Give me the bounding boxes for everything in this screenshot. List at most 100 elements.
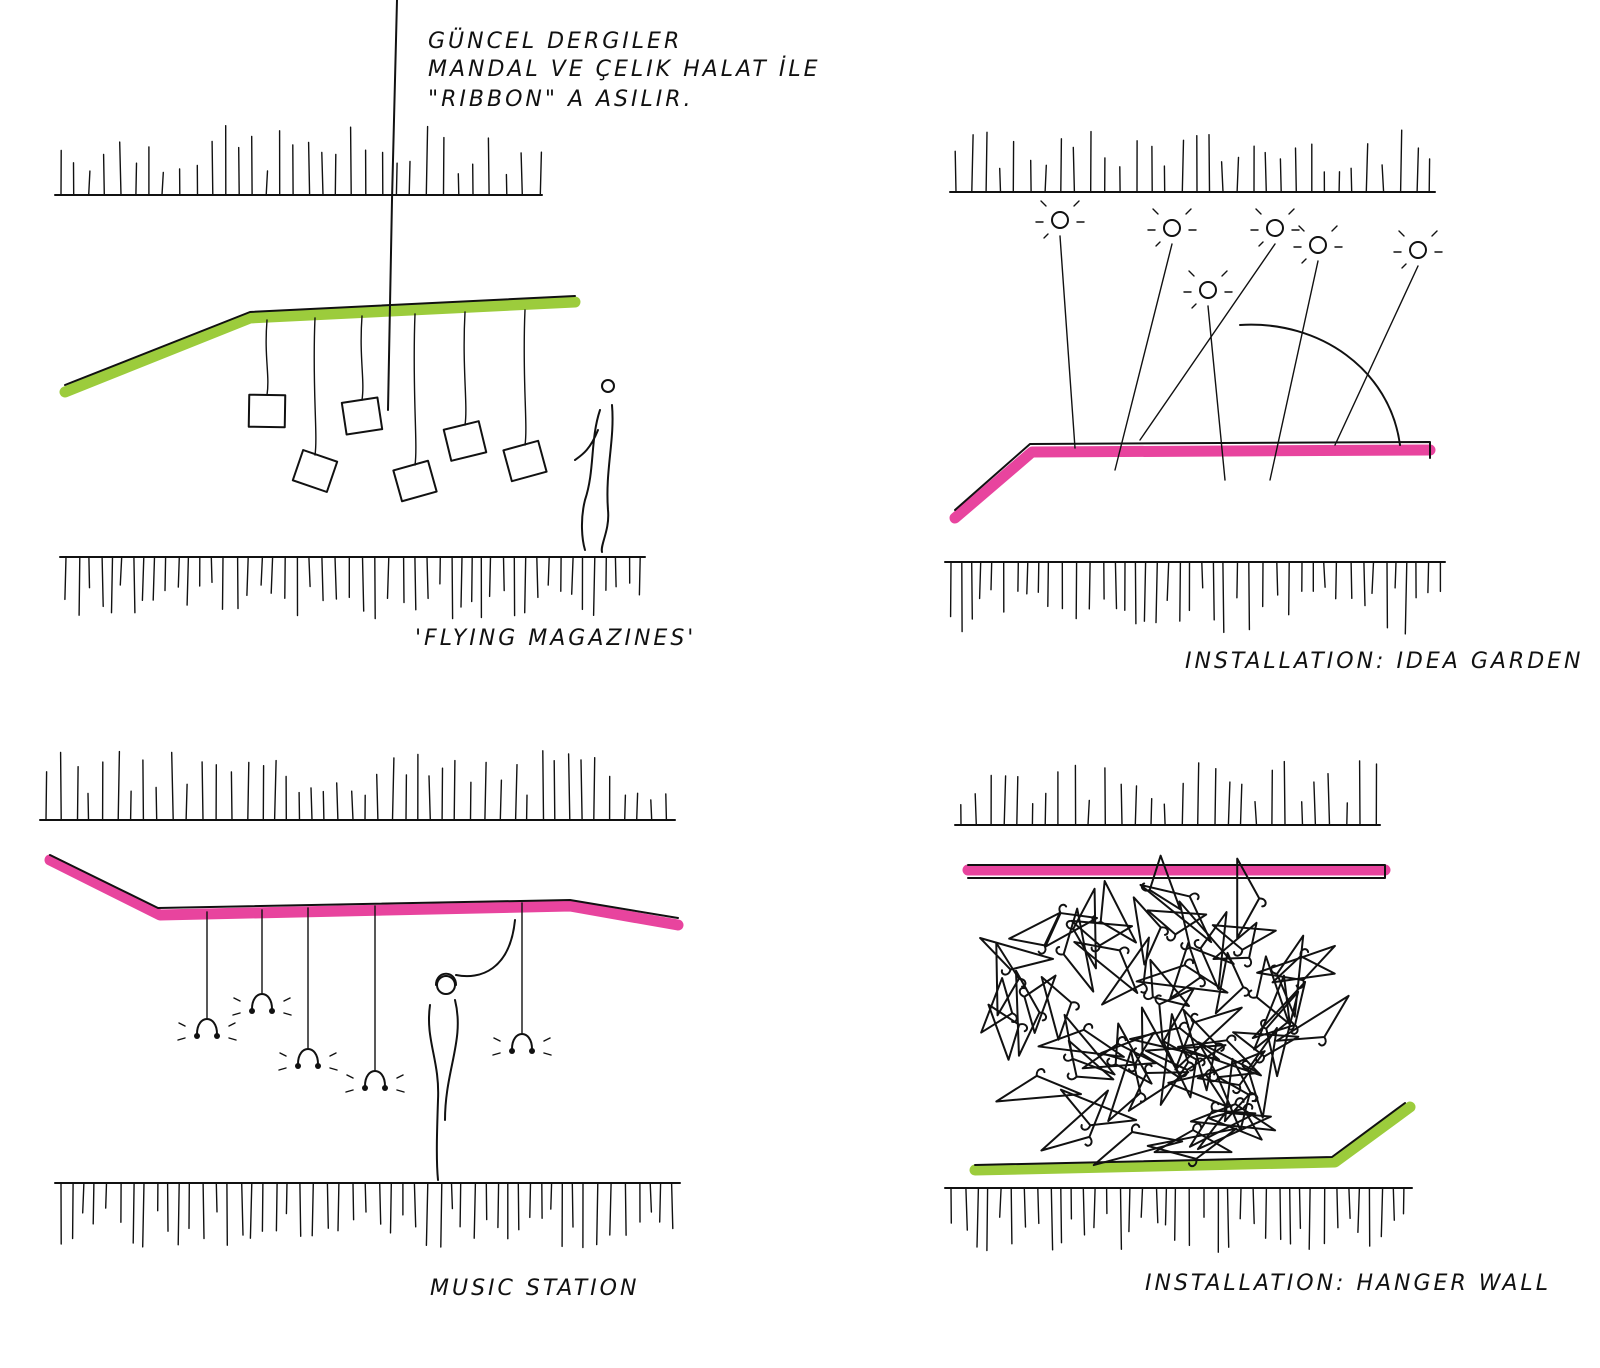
headphone-cup (295, 1063, 301, 1069)
bulb-glow (1147, 208, 1197, 247)
clothes-hanger (987, 1003, 1029, 1061)
clothes-hanger (1153, 1122, 1233, 1154)
sound-lines (345, 1074, 405, 1093)
pink-ribbon (44, 854, 684, 931)
clothes-hanger (1059, 1088, 1138, 1131)
light-bulb (1266, 219, 1284, 237)
headphone-cup (509, 1048, 515, 1054)
headphone-cup (194, 1033, 200, 1039)
green-ribbon (59, 296, 581, 398)
hanging-magazines (247, 309, 548, 503)
hanging-wire (463, 311, 467, 426)
hanging-wire (413, 313, 417, 466)
panel-label-hanger-wall: Installation: Hanger Wall (1145, 1271, 1551, 1296)
clothes-hanger (1196, 1050, 1266, 1095)
bulb-wire (1139, 243, 1276, 441)
clothes-hanger (995, 1068, 1082, 1103)
hanging-wire (360, 315, 364, 401)
magazine (247, 393, 287, 429)
magazine (502, 439, 548, 483)
clothes-hanger (1065, 887, 1097, 970)
clothes-hanger (1092, 1123, 1184, 1167)
headphones (364, 1070, 386, 1087)
annotation-line-1: Güncel Dergiler (428, 28, 682, 54)
bulb-glow (1393, 230, 1443, 269)
clothes-hanger (1236, 857, 1267, 940)
panel-flying-magazines: Güncel Dergiler Mandal ve Çelik Halat İl… (54, 0, 817, 651)
clothes-hanger (1211, 924, 1277, 957)
floor-ticks (949, 561, 1442, 635)
clothes-hanger (1275, 994, 1350, 1047)
clothes-hanger (1143, 958, 1191, 1007)
bulb-wire (1269, 260, 1319, 481)
headphones (511, 1033, 533, 1050)
pink-ribbon (949, 444, 1436, 524)
floor-ticks (60, 1182, 674, 1249)
clothes-hanger (1212, 921, 1258, 968)
sound-lines (232, 997, 292, 1016)
magazine (340, 396, 384, 436)
clothes-hanger (1127, 1063, 1190, 1112)
clothes-hanger (1139, 883, 1213, 944)
clothes-hanger (1154, 987, 1196, 1044)
magazine (442, 420, 488, 462)
person-figure (574, 379, 615, 553)
ribbon-outline (967, 864, 1386, 879)
panel-label-flying-magazines: 'Flying Magazines' (415, 626, 696, 651)
clothes-hanger (1066, 1039, 1115, 1081)
clothes-hanger (1223, 1057, 1258, 1123)
bulb-glow (1250, 208, 1300, 247)
panel-label-music-station: Music Station (430, 1276, 639, 1301)
clothes-hanger (1040, 1089, 1109, 1152)
clothes-hanger (1144, 1044, 1227, 1078)
hanging-wire (313, 317, 317, 456)
clothes-hanger (1135, 958, 1229, 994)
hanging-wire (265, 319, 269, 396)
hanging-light-bulbs (1035, 200, 1443, 481)
clothes-hanger (1146, 909, 1208, 942)
bulb-wire-arc (1239, 323, 1401, 446)
headphones (251, 993, 273, 1010)
clothes-hanger (1008, 911, 1061, 955)
sound-lines (278, 1052, 338, 1071)
clothes-hanger (1081, 1036, 1158, 1070)
sound-lines (177, 1022, 237, 1041)
headphone-cup (529, 1048, 535, 1054)
person-with-headphones (428, 919, 516, 1181)
clothes-hanger (1232, 1031, 1300, 1064)
ceiling-ticks (60, 125, 543, 196)
headphone-cup (269, 1008, 275, 1014)
annotation-line-3: "Ribbon" a Asılır. (428, 87, 694, 112)
bulb-glow (1293, 225, 1343, 264)
light-bulb (1309, 236, 1327, 254)
sound-lines (492, 1037, 552, 1056)
headphones (297, 1048, 319, 1065)
clothes-hanger (1018, 974, 1057, 1034)
bulb-glow (1183, 270, 1233, 309)
bulb-glow (1035, 200, 1085, 239)
panel-label-idea-garden: Installation: Idea Garden (1185, 649, 1584, 674)
clothes-hanger (979, 936, 1055, 976)
panel-idea-garden: Installation: Idea Garden (944, 129, 1584, 674)
ribbon-outline (49, 854, 679, 919)
light-bulb (1163, 219, 1181, 237)
clothes-hanger (1044, 903, 1099, 948)
clothes-hanger (1256, 944, 1336, 989)
bulb-wire (1114, 243, 1173, 471)
green-base-ribbon (969, 1101, 1416, 1176)
hanging-headphones (177, 902, 552, 1093)
light-bulb (1051, 211, 1069, 229)
magazine (291, 449, 339, 493)
clothes-hanger (1169, 942, 1206, 1000)
ceiling-ticks (960, 760, 1378, 826)
bulb-wire (1334, 265, 1419, 446)
floor-ticks (64, 556, 641, 620)
panel-music-station: Music Station (39, 750, 684, 1301)
clothes-hanger (1073, 940, 1139, 995)
headphone-cup (249, 1008, 255, 1014)
base-outline (974, 1102, 1406, 1166)
ceiling-ticks (954, 129, 1431, 193)
headphone-cup (315, 1063, 321, 1069)
hanger-cluster (979, 854, 1350, 1168)
